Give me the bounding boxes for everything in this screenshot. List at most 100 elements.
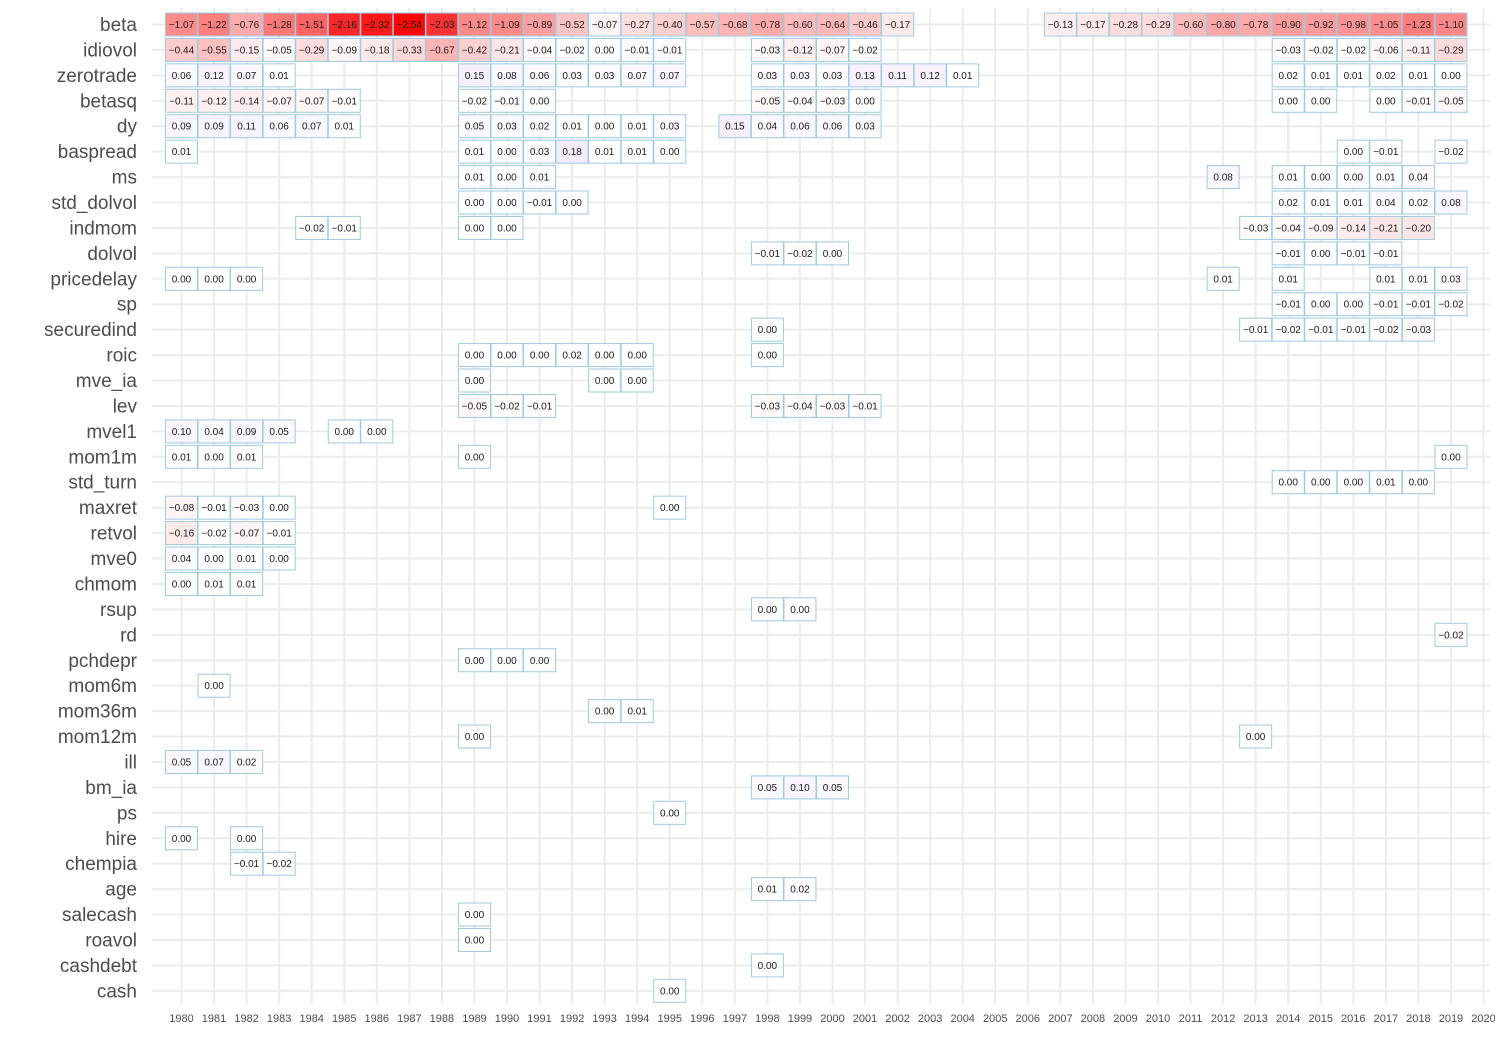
y-tick-label: indmom (69, 218, 137, 239)
tile-value-label: 0.00 (660, 808, 680, 819)
tile-value-label: 0.00 (497, 656, 517, 667)
heatmap-tile (165, 495, 198, 520)
heatmap-tile (750, 953, 784, 978)
heatmap-tile (165, 419, 198, 444)
heatmap-tile (1434, 266, 1468, 291)
tile-value-label: −1.28 (266, 20, 292, 31)
tile-value-label: 0.01 (465, 147, 485, 158)
heatmap-tile (685, 12, 719, 37)
heatmap-tile (1174, 12, 1208, 37)
tile-value-label: 0.03 (855, 122, 875, 133)
tile-value-label: −0.07 (234, 529, 260, 540)
y-tick-label: maxret (79, 498, 138, 519)
heatmap-tile (457, 902, 491, 927)
tile-value-label: 0.01 (269, 71, 289, 82)
tile-value-label: 0.05 (758, 783, 778, 794)
heatmap-tile (457, 648, 491, 673)
tile-value-label: −0.28 (1113, 20, 1139, 31)
heatmap-tile (1304, 292, 1338, 317)
heatmap-tile (848, 88, 882, 113)
x-tick-label: 2017 (1374, 1013, 1398, 1025)
tile-value-label: 0.03 (790, 71, 810, 82)
y-tick-label: beta (100, 15, 137, 36)
heatmap-tile (165, 521, 198, 546)
tile-value-label: −0.03 (234, 503, 260, 514)
heatmap-tile (1304, 63, 1338, 88)
tile-value-label: −0.04 (1276, 223, 1302, 234)
tile-value-label: −0.01 (332, 223, 358, 234)
x-tick-label: 1985 (332, 1013, 356, 1025)
tile-value-label: 0.00 (1409, 478, 1429, 489)
heatmap-tile (848, 37, 882, 62)
tile-value-label: 0.00 (660, 147, 680, 158)
tile-value-label: −0.01 (852, 401, 878, 412)
heatmap-tile (457, 88, 491, 113)
tile-value-label: −0.02 (1276, 325, 1302, 336)
tile-value-label: 0.00 (497, 223, 517, 234)
tile-value-label: −1.22 (201, 20, 227, 31)
heatmap-tile (523, 114, 557, 139)
y-tick-label: roic (106, 346, 137, 367)
x-tick-label: 2009 (1113, 1013, 1137, 1025)
heatmap-tile (1336, 190, 1370, 215)
x-tick-label: 1984 (299, 1013, 323, 1025)
tile-value-label: −0.03 (755, 45, 781, 56)
heatmap-tile (230, 546, 264, 571)
tile-value-label: 0.01 (627, 122, 647, 133)
x-tick-label: 1991 (527, 1013, 551, 1025)
tile-value-label: 0.00 (497, 198, 517, 209)
heatmap-tile (230, 444, 264, 469)
heatmap-tile (197, 37, 231, 62)
heatmap-tile (457, 927, 491, 952)
x-tick-label: 2010 (1146, 1013, 1170, 1025)
heatmap-tile (816, 63, 849, 88)
heatmap-tile (1271, 37, 1305, 62)
y-tick-label: bm_ia (85, 778, 137, 799)
tile-value-label: −1.07 (169, 20, 195, 31)
y-axis-labels: betaidiovolzerotradebetasqdybaspreadmsst… (44, 15, 138, 1002)
tile-value-label: 0.01 (237, 579, 257, 590)
tile-value-label: 0.03 (595, 71, 615, 82)
heatmap-tile (1401, 266, 1435, 291)
tile-value-label: 0.04 (1376, 198, 1396, 209)
heatmap-tile (230, 571, 264, 596)
tile-value-label: 0.00 (204, 274, 224, 285)
heatmap-tile (1271, 165, 1305, 190)
tile-value-label: 0.11 (237, 122, 256, 133)
heatmap-tile (783, 12, 817, 37)
heatmap-tile (523, 190, 557, 215)
tile-value-label: 0.00 (465, 198, 485, 209)
tile-value-label: 0.09 (204, 122, 224, 133)
tile-value-label: −0.04 (787, 96, 813, 107)
heatmap-tile (555, 114, 589, 139)
heatmap-tile (588, 37, 622, 62)
heatmap-tile (197, 444, 231, 469)
x-tick-label: 2020 (1471, 1013, 1495, 1025)
heatmap-tile (653, 495, 687, 520)
heatmap-tile (1336, 37, 1370, 62)
tile-value-label: −0.02 (787, 249, 813, 260)
heatmap-tile (750, 597, 784, 622)
heatmap-tile (1271, 470, 1305, 495)
heatmap-tile (230, 266, 264, 291)
x-tick-label: 1993 (592, 1013, 616, 1025)
tile-value-label: −0.05 (1438, 96, 1464, 107)
heatmap-tile (490, 190, 524, 215)
heatmap-tile (165, 571, 198, 596)
tile-value-label: 0.03 (562, 71, 582, 82)
heatmap-tile (783, 88, 817, 113)
heatmap-tile (523, 63, 557, 88)
y-tick-label: mvel1 (86, 422, 137, 443)
y-tick-label: retvol (91, 524, 137, 545)
heatmap-tile (1271, 317, 1305, 342)
tile-value-label: −0.02 (299, 223, 325, 234)
tile-value-label: −0.17 (1080, 20, 1106, 31)
tile-value-label: −1.51 (299, 20, 325, 31)
y-tick-label: cashdebt (60, 956, 138, 977)
tile-value-label: 0.00 (660, 503, 680, 514)
tile-value-label: 0.00 (855, 96, 875, 107)
tile-value-label: 0.00 (530, 656, 550, 667)
tile-value-label: 0.01 (1311, 71, 1331, 82)
tile-value-label: −0.03 (820, 401, 846, 412)
tile-value-label: −0.02 (462, 96, 488, 107)
